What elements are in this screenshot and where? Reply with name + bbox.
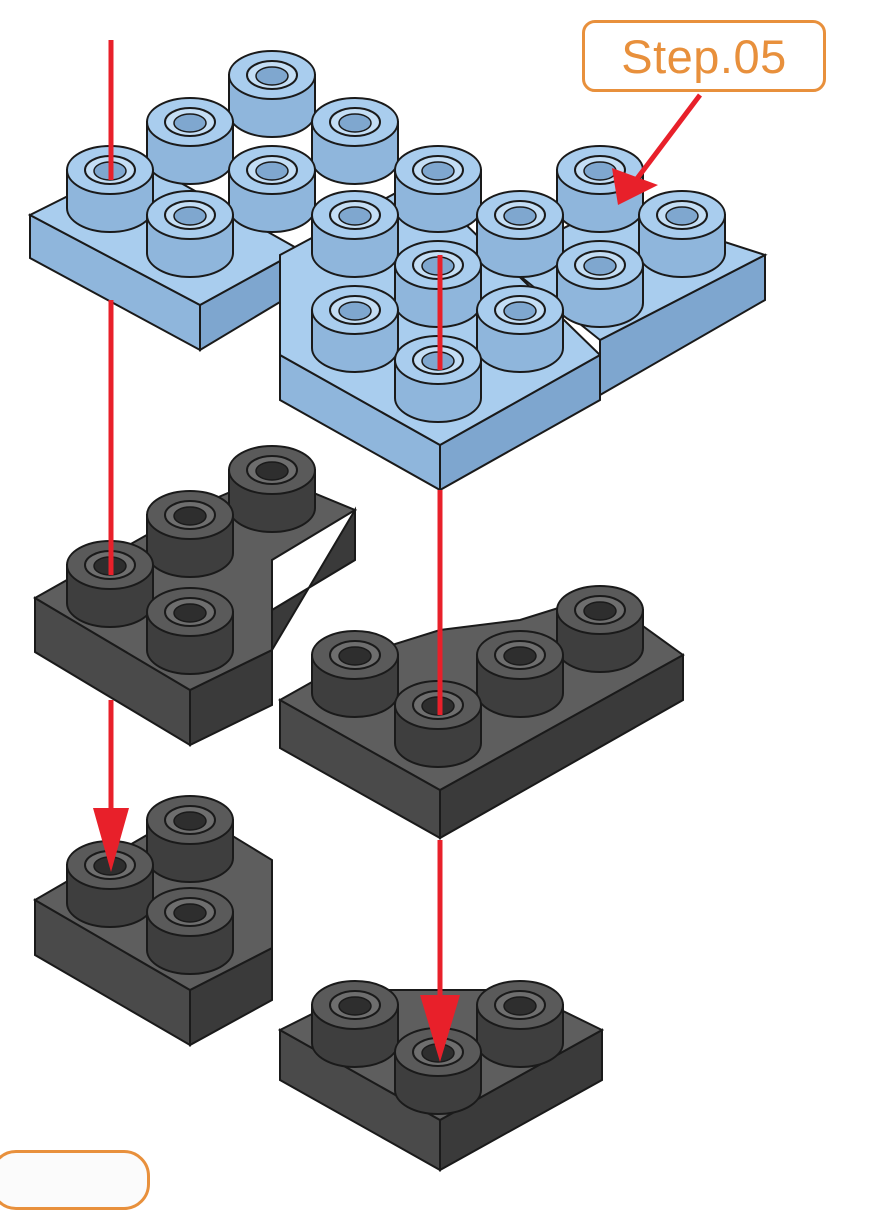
light-stud: [638, 190, 726, 278]
corner-tab: [0, 1150, 150, 1210]
dark-stud: [146, 490, 234, 578]
dark-stud: [476, 630, 564, 718]
assembly-arrows: [93, 40, 702, 1062]
light-stud: [146, 97, 234, 185]
step-label: Step.05: [621, 29, 787, 83]
assembly-diagram: [27, 40, 768, 1172]
arrowhead-left-bottom: [93, 808, 129, 872]
light-stud: [311, 190, 399, 278]
arrowhead-center-bottom: [420, 995, 460, 1062]
dark-l-plate-upper-right: [277, 585, 685, 840]
light-stud: [394, 145, 482, 233]
light-stud: [556, 240, 644, 328]
dark-stud: [476, 980, 564, 1068]
light-stud: [228, 50, 316, 138]
light-stud: [476, 190, 564, 278]
light-stud: [311, 97, 399, 185]
dark-stud: [311, 980, 399, 1068]
dark-stud: [146, 887, 234, 975]
dark-l-plate-upper-left: [33, 445, 358, 747]
light-stud: [476, 285, 564, 373]
dark-plate-lower-right: [277, 980, 605, 1172]
dark-stud: [146, 587, 234, 675]
light-stud: [146, 190, 234, 278]
arrowhead-step-pointer: [612, 168, 658, 205]
light-stud: [228, 145, 316, 233]
dark-stud: [311, 630, 399, 718]
step-badge: Step.05: [582, 20, 826, 92]
dark-stud: [146, 795, 234, 883]
arrow-step-pointer: [634, 93, 702, 182]
dark-stud: [556, 585, 644, 673]
dark-stud: [228, 445, 316, 533]
dark-l-plate-lower-left: [33, 795, 273, 1047]
light-stud: [311, 285, 399, 373]
light-blue-assembly: [27, 50, 768, 492]
